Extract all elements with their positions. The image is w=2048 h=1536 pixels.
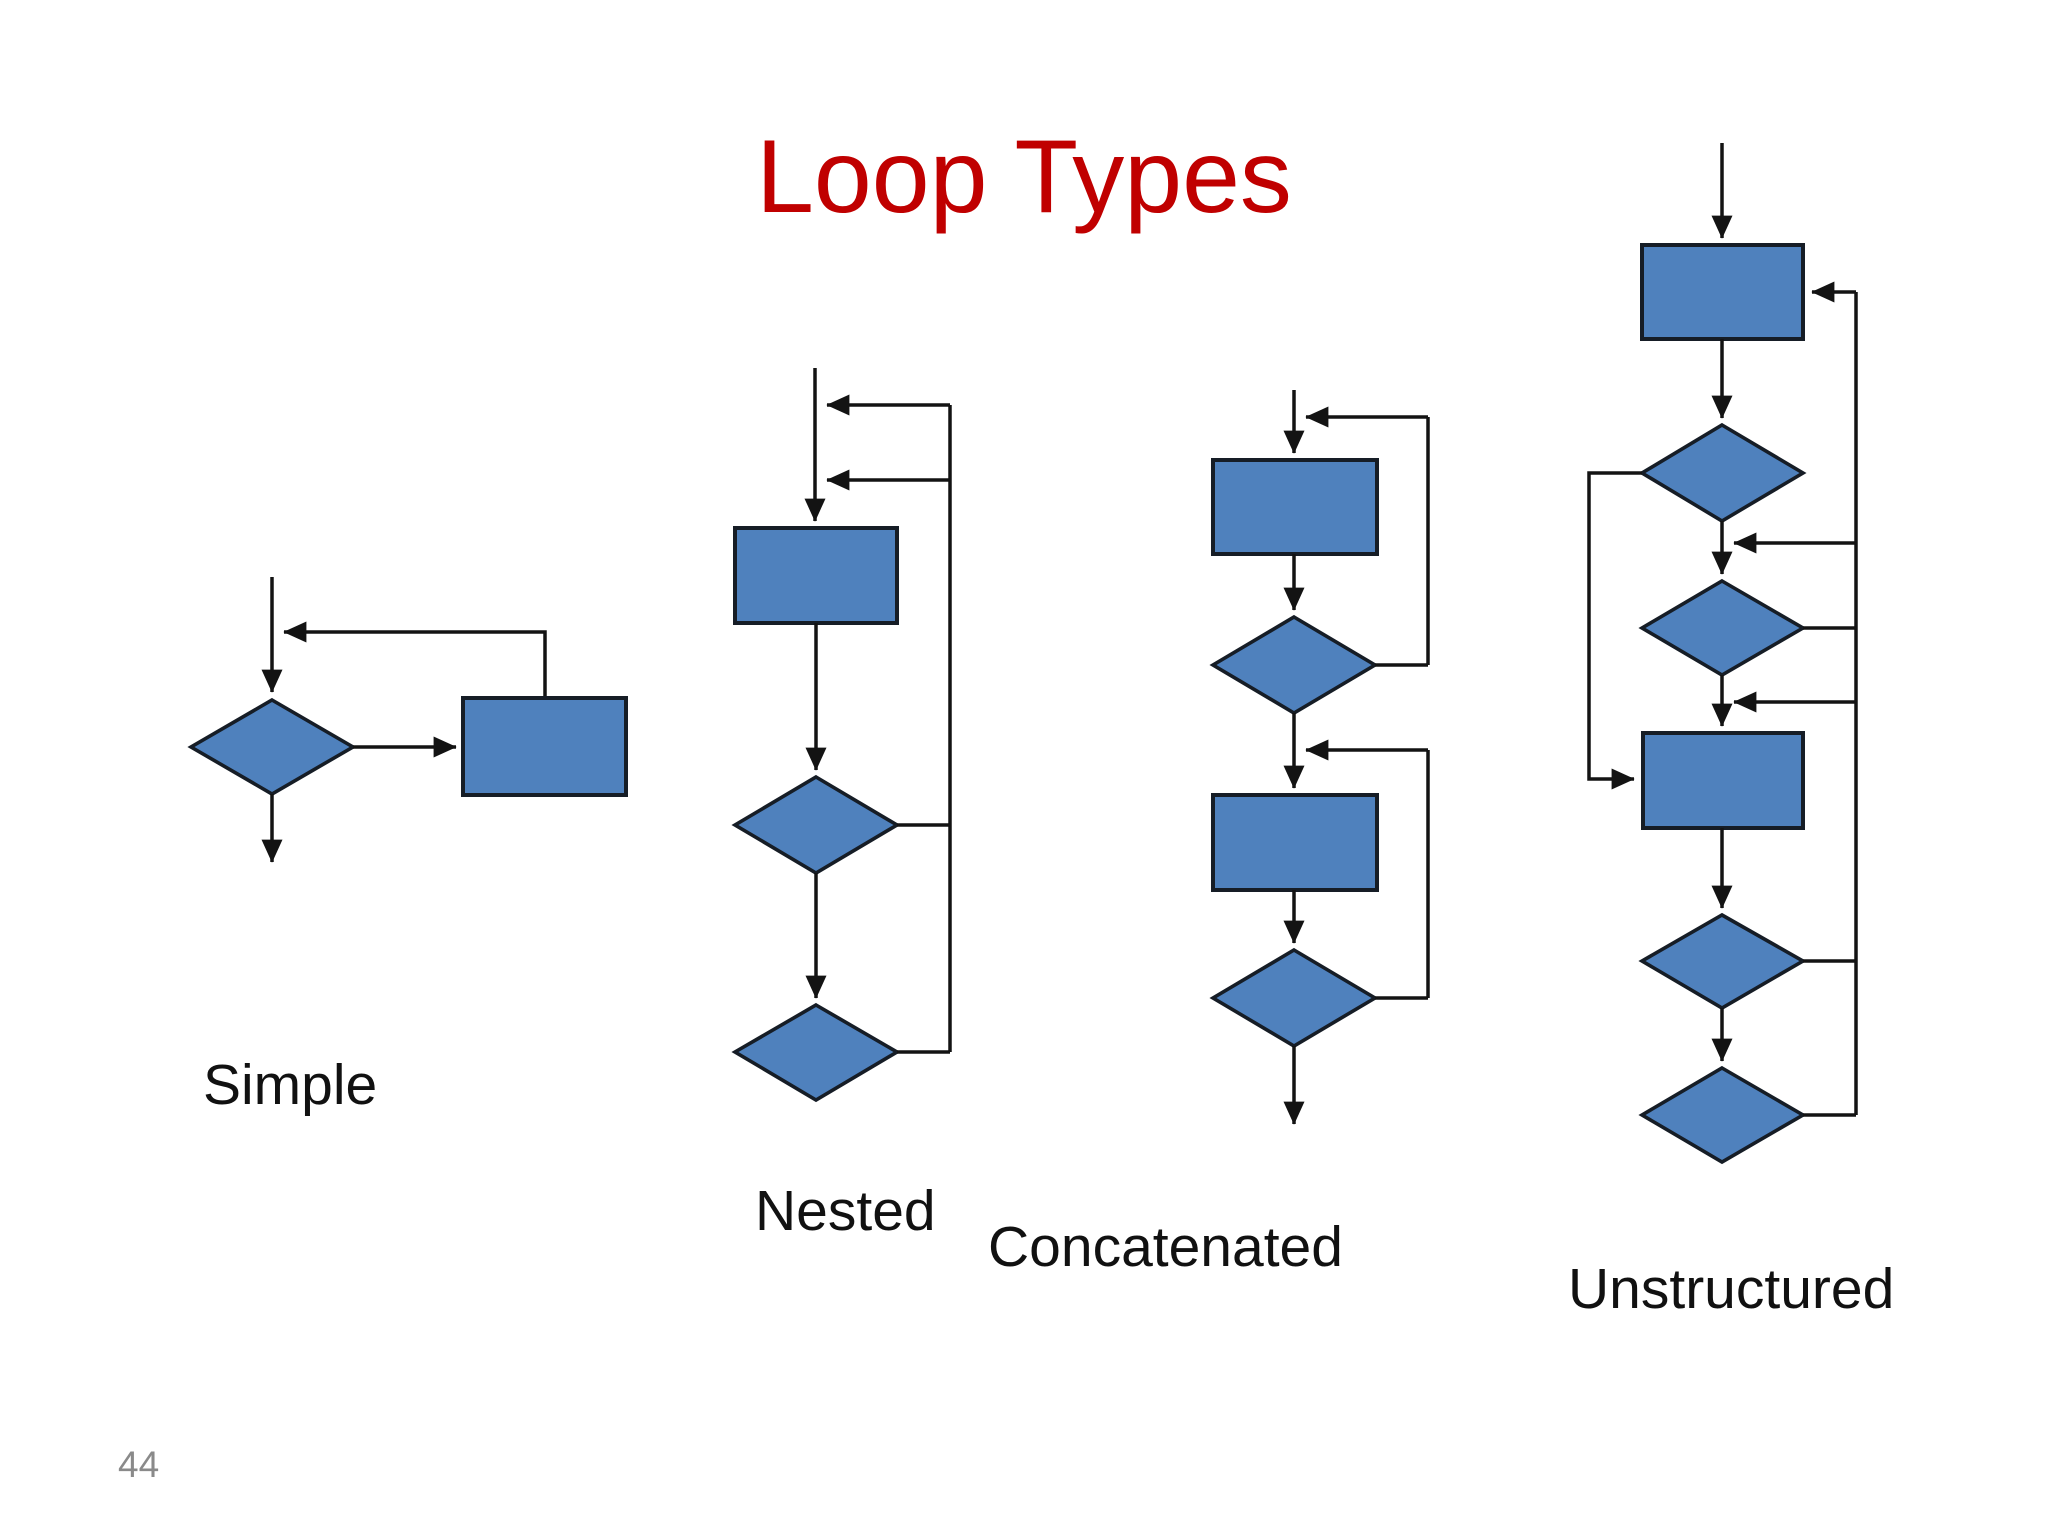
process-box: [1640, 243, 1805, 341]
diagram-label-simple: Simple: [203, 1053, 378, 1117]
decision-diamond: [1209, 614, 1379, 716]
process-box: [1211, 793, 1379, 892]
unstructured-loop-diagram: [1587, 143, 1858, 1165]
process-box: [461, 696, 628, 797]
decision-diamond: [1638, 1065, 1807, 1165]
nested-loop-diagram: [731, 368, 952, 1103]
decision-diamond: [1638, 578, 1807, 678]
decision-diamond: [1638, 422, 1807, 524]
simple-loop-diagram: [187, 577, 628, 863]
decision-diamond: [187, 697, 357, 797]
diagram-label-unstructured: Unstructured: [1568, 1257, 1895, 1321]
decision-diamond: [731, 1002, 901, 1103]
concatenated-loop-diagram: [1209, 390, 1430, 1125]
diagram-label-concatenated: Concatenated: [988, 1215, 1343, 1279]
loop-back-arrow: [283, 621, 547, 698]
process-box: [733, 526, 899, 625]
slide-title: Loop Types: [756, 119, 1292, 235]
left-branch-arrow: [1587, 471, 1642, 790]
diagram-label-nested: Nested: [755, 1179, 936, 1243]
decision-diamond: [1209, 947, 1379, 1049]
decision-diamond: [731, 774, 901, 876]
decision-diamond: [1638, 912, 1807, 1011]
process-box: [1641, 731, 1805, 830]
page-number: 44: [118, 1444, 160, 1485]
process-box: [1211, 458, 1379, 556]
